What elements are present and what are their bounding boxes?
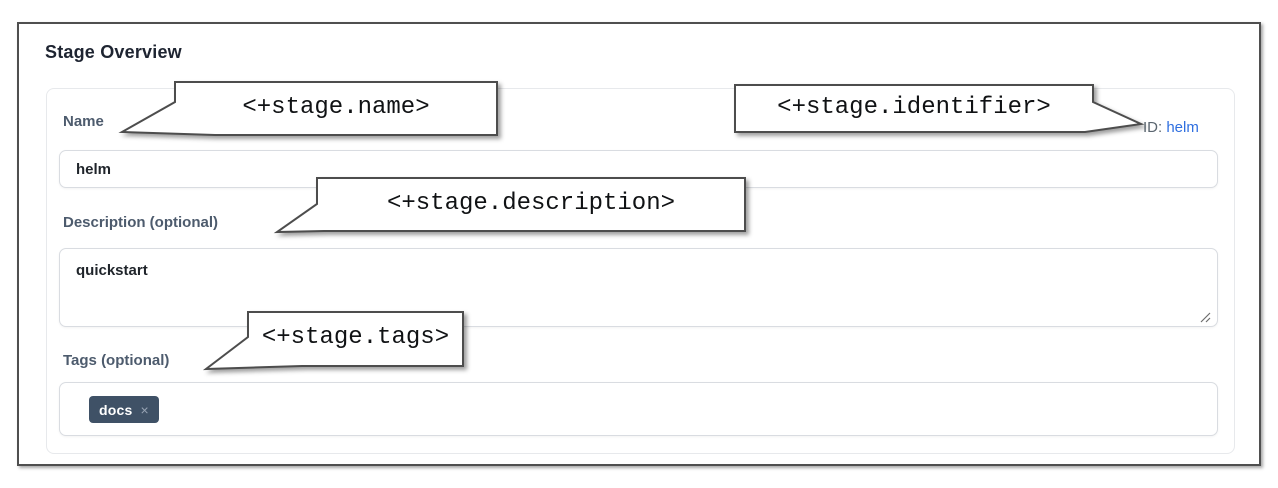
stage-id-row: ID: helm [1143,119,1199,136]
tags-input[interactable]: docs × [59,382,1218,436]
tags-label: Tags (optional) [63,352,170,369]
id-label: ID: [1143,119,1163,136]
name-input[interactable] [59,150,1218,188]
remove-tag-icon[interactable]: × [140,401,149,418]
page-title: Stage Overview [45,42,182,62]
name-label: Name [63,113,104,130]
tag-chip[interactable]: docs × [89,396,159,423]
description-label: Description (optional) [63,214,218,231]
id-value-link[interactable]: helm [1166,119,1199,136]
description-textarea[interactable]: quickstart [59,248,1218,327]
tag-chip-text: docs [99,401,133,418]
